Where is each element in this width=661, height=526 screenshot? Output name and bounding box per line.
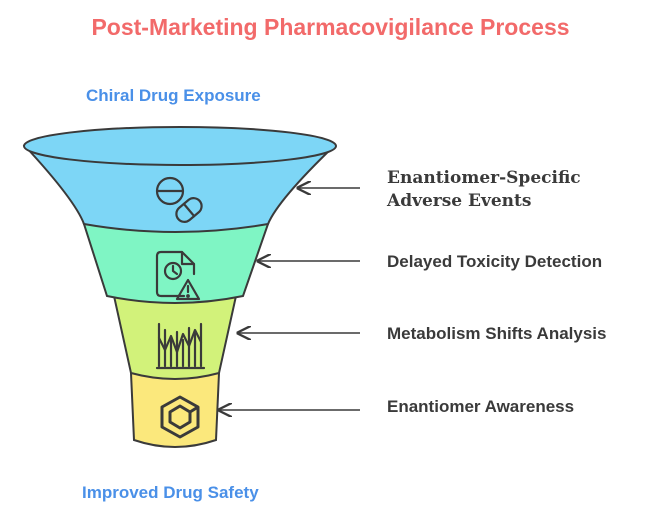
document-clock-warning-icon xyxy=(155,250,201,301)
funnel-rim xyxy=(23,126,337,166)
funnel-output-label: Improved Drug Safety xyxy=(82,483,259,502)
stage-1-label: Enantiomer-Specific Adverse Events xyxy=(387,167,581,213)
hexagon-chain-icon xyxy=(160,395,200,439)
page-title: Post-Marketing Pharmacovigilance Process xyxy=(91,14,570,40)
stage-1-label-line1: Enantiomer-Specific xyxy=(387,168,581,188)
funnel-stage-1 xyxy=(22,145,337,233)
funnel-input-label: Chiral Drug Exposure xyxy=(86,86,261,105)
bar-chart-icon xyxy=(155,322,206,370)
stage-2-label: Delayed Toxicity Detection xyxy=(387,252,603,271)
funnel-stage-3 xyxy=(112,295,238,380)
stage-3-label: Metabolism Shifts Analysis xyxy=(387,324,607,343)
pills-icon xyxy=(155,176,203,223)
stage-4-label: Enantiomer Awareness xyxy=(387,397,575,416)
stage-1-label-line2: Adverse Events xyxy=(387,191,532,211)
